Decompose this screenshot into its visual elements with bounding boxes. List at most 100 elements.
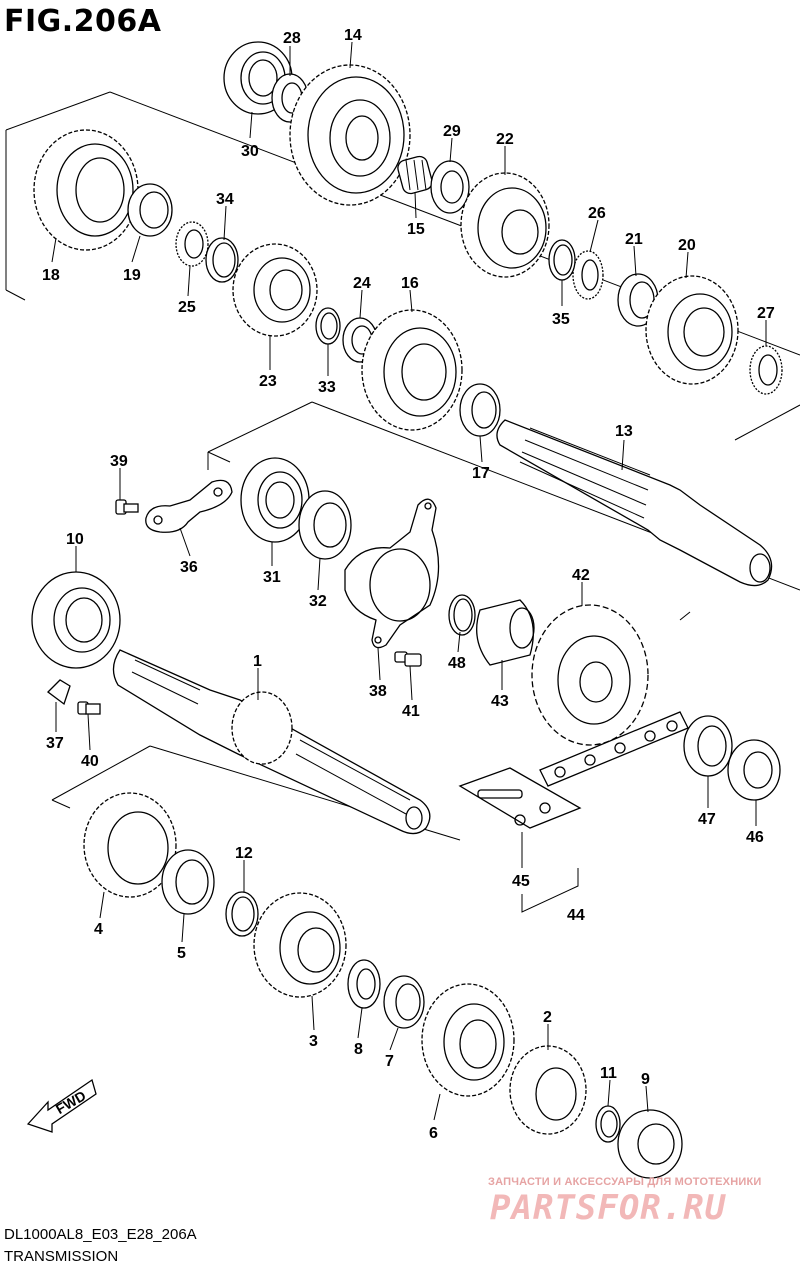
callout-3: 3 [309,1033,318,1050]
callout-22: 22 [496,131,514,148]
part-37-plate [47,679,71,706]
part-10-bearing [31,571,121,669]
part-12-circlip [225,891,259,937]
callout-23: 23 [259,373,277,390]
callout-5: 5 [177,945,186,962]
part-48-o-ring [448,594,476,636]
part-3-gear [253,892,347,998]
watermark-brand: PARTSFOR.RU [490,1188,727,1228]
callout-16: 16 [401,275,419,292]
part-46-nut [727,739,781,801]
callout-37: 37 [46,735,64,752]
callout-40: 40 [81,753,99,770]
callout-43: 43 [491,693,509,710]
part-45-chain-joint [458,767,582,829]
part-8-washer [347,959,381,1009]
callout-42: 42 [572,567,590,584]
callout-39: 39 [110,453,128,470]
part-2-gear [509,1045,587,1135]
part-18-gear [33,129,139,251]
callout-34: 34 [216,191,234,208]
part-47-washer [683,715,733,777]
part-1-mainshaft [112,649,431,835]
part-40-bolt [77,701,101,715]
part-19-bushing [127,183,173,237]
part-35-circlip [548,239,576,281]
watermark-tagline: ЗАПЧАСТИ И АКСЕССУАРЫ ДЛЯ МОТОТЕХНИКИ [488,1176,762,1188]
part-32-oil-seal [298,490,352,560]
part-20-gear [645,275,739,385]
callout-26: 26 [588,205,606,222]
callout-48: 48 [448,655,466,672]
callout-47: 47 [698,811,716,828]
callout-41: 41 [402,703,420,720]
callout-33: 33 [318,379,336,396]
part-22-gear [460,172,550,278]
callout-17: 17 [472,465,490,482]
callout-35: 35 [552,311,570,328]
part-34-circlip [205,237,239,283]
callout-25: 25 [178,299,196,316]
leader-lines [51,41,767,1121]
callout-19: 19 [123,267,141,284]
part-25-splined-washer [175,221,209,267]
part-38-retainer-plate [344,498,440,649]
part-42-sprocket [531,604,649,746]
callout-46: 46 [746,829,764,846]
callout-11: 11 [600,1065,617,1082]
callout-28: 28 [283,30,301,47]
callout-2: 2 [543,1009,552,1026]
callout-30: 30 [241,143,259,160]
callout-21: 21 [625,231,643,248]
part-11-circlip [595,1105,621,1143]
section-title: TRANSMISSION [4,1248,119,1265]
callout-14: 14 [344,27,362,44]
part-39-bolt [115,499,139,515]
part-13-countershaft [496,419,773,587]
part-4-gear [83,792,177,898]
figure-title: FIG.206A [4,4,162,39]
callout-13: 13 [615,423,633,440]
callout-44: 44 [567,907,585,924]
part-16-gear [361,309,463,431]
fwd-arrow-icon: FWD [26,1078,97,1133]
part-23-gear [232,243,318,337]
callout-32: 32 [309,593,327,610]
part-44-drive-chain [539,711,689,787]
part-7-bushing [383,975,425,1029]
callout-4: 4 [94,921,103,938]
callout-36: 36 [180,559,198,576]
part-14-gear [289,64,411,206]
callout-12: 12 [235,845,253,862]
callout-18: 18 [42,267,60,284]
callout-29: 29 [443,123,461,140]
callout-10: 10 [66,531,84,548]
part-29-washer [430,160,470,214]
callout-31: 31 [263,569,281,586]
part-33-circlip [315,307,341,345]
part-43-spacer [476,599,535,666]
callout-38: 38 [369,683,387,700]
callout-8: 8 [354,1041,363,1058]
part-6-gear [421,983,515,1097]
part-17-bushing [459,383,501,437]
callout-45: 45 [512,873,530,890]
callout-24: 24 [353,275,371,292]
part-9-bearing [617,1109,683,1179]
callout-15: 15 [407,221,425,238]
part-26-splined-washer [572,250,604,300]
part-5-bushing [161,849,215,915]
part-41-bolt [394,651,422,667]
part-36-bracket [145,479,233,533]
callout-9: 9 [641,1071,650,1088]
callout-1: 1 [253,653,262,670]
part-27-splined-washer [749,345,783,395]
model-code: DL1000AL8_E03_E28_206A [4,1226,197,1243]
callout-20: 20 [678,237,696,254]
callout-7: 7 [385,1053,394,1070]
part-15-needle-bearing [397,155,433,195]
callout-27: 27 [757,305,775,322]
callout-6: 6 [429,1125,438,1142]
callout-numbers: 28 14 30 29 22 15 18 19 34 25 26 21 20 2… [42,27,775,1142]
